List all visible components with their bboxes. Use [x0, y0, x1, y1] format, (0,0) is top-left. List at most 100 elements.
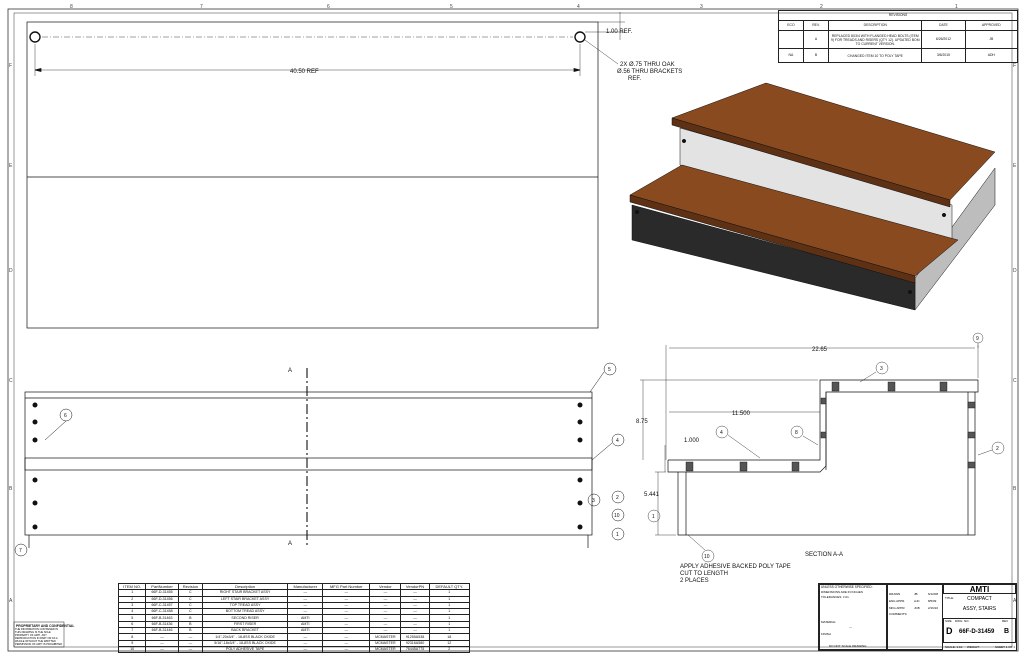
eng-label: ENG APPR. — [889, 599, 906, 603]
balloon: 1 — [616, 532, 619, 538]
do-not-scale: DO NOT SCALE DRAWING — [829, 644, 867, 648]
title-label: TITLE: — [945, 596, 955, 600]
revision-row: NA B CHANGED ITEM 10 TO POLY TAPE 3/6/20… — [778, 48, 1019, 63]
rev-header: REV. — [802, 20, 830, 31]
balloon: 9 — [976, 336, 979, 342]
hole-note: 2X Ø.75 THRU OAK — [620, 62, 675, 68]
tolerance-dims: DIMENSIONS ARE IN INCHES — [821, 590, 863, 594]
zone-col: 8 — [70, 4, 73, 10]
drawn-date: 6/12/08 — [928, 592, 939, 596]
dim-step: 11.500 — [732, 411, 751, 417]
bom-cell: POLY ADHESIVE TAPE — [201, 645, 289, 654]
hole-icon — [574, 31, 586, 43]
drawing-title-1: COMPACT — [967, 596, 992, 602]
zone-row: A — [1013, 598, 1017, 604]
balloon: 7 — [19, 548, 22, 554]
rev-label: REV — [1002, 619, 1009, 623]
tape-note: CUT TO LENGTH — [680, 571, 728, 577]
rev-date: 6/26/2012 — [921, 30, 966, 49]
rev-desc: CHANGED ITEM 10 TO POLY TAPE — [828, 48, 923, 63]
zone-row: C — [1013, 378, 1017, 384]
rev-header: DESCRIPTION — [828, 20, 923, 31]
weight: WEIGHT: — [967, 645, 980, 649]
balloon: 5 — [608, 367, 611, 373]
zone-col: 4 — [577, 4, 580, 10]
zone-row: F — [1013, 63, 1016, 69]
zone-col: 2 — [820, 4, 823, 10]
section-title: SECTION A-A — [805, 552, 843, 558]
balloon: 3 — [880, 366, 883, 372]
rev-approved: ADH — [964, 48, 1019, 63]
zone-row: A — [9, 598, 13, 604]
zone-columns-top: 8 7 6 5 4 3 2 1 — [70, 4, 958, 10]
proprietary-title: PROPRIETARY AND CONFIDENTIAL — [16, 624, 74, 628]
material-value: — — [849, 625, 852, 629]
material-label: MATERIAL — [821, 620, 836, 624]
comments-label: COMMENTS: — [889, 612, 908, 616]
zone-row: E — [1013, 163, 1017, 169]
rev-approved: JB — [964, 30, 1019, 49]
zone-row: D — [1013, 268, 1017, 274]
bom-cell: — — [287, 645, 324, 654]
rev-eco — [778, 30, 804, 49]
balloon: 2 — [996, 446, 999, 452]
zone-row: C — [9, 378, 13, 384]
balloon: 2 — [616, 495, 619, 501]
hole-note: REF. — [628, 76, 641, 82]
drawn-name: JB — [914, 592, 918, 596]
dim-lower: 5.441 — [644, 492, 660, 498]
dim-tread: 1.000 — [684, 438, 700, 444]
drawing-title-2: ASSY, STAIRS — [962, 606, 997, 612]
zone-rows-left: F E D C B A F E D C B A — [9, 63, 1017, 604]
eng-name: AJC — [914, 599, 920, 603]
dim-overall: 22.65 — [812, 347, 828, 353]
revision-table: REVISIONS ECO REV. DESCRIPTION DATE APPR… — [778, 10, 1019, 63]
rev-letter: B — [802, 48, 830, 63]
rev-header: ECO — [778, 20, 804, 31]
section-view — [640, 332, 1005, 563]
dwg-label: DWG. NO. — [955, 619, 970, 623]
isometric-view — [629, 82, 996, 311]
dim-offset: 1.00 REF. — [606, 29, 633, 35]
balloon: 10 — [704, 554, 710, 560]
rev-desc: REPLACED 8X3/4 WITH FLANGED HEAD BOLTS (… — [828, 30, 923, 49]
title-block: UNLESS OTHERWISE SPECIFIED: DIMENSIONS A… — [818, 583, 1017, 651]
balloon: 4 — [616, 438, 619, 444]
zone-row: E — [9, 163, 13, 169]
bom-cell: MCMASTER — [369, 645, 402, 654]
mfg-name: JCB — [914, 606, 920, 610]
company-name: AMTI — [969, 585, 990, 594]
bom-cell: — — [322, 645, 371, 654]
balloon: 4 — [720, 430, 723, 436]
dim-height: 8.75 — [636, 419, 648, 425]
bom-header: MFG Part Number — [322, 582, 371, 591]
balloon: 3 — [592, 498, 595, 504]
bom-cell: 10 — [117, 645, 147, 654]
zone-col: 7 — [200, 4, 203, 10]
zone-row: B — [1013, 486, 1017, 492]
front-balloons: 6 5 4 3 2 10 1 7 — [19, 367, 620, 554]
zone-col: 1 — [955, 4, 958, 10]
tape-note: APPLY ADHESIVE BACKED POLY TAPE — [680, 564, 791, 570]
zone-row: B — [9, 486, 13, 492]
bom-cell: 5/16"-18x3/4" - 18-8SS BLACK OXIDE — [201, 639, 289, 647]
front-view — [14, 362, 625, 557]
size-label: SIZE — [945, 619, 952, 623]
zone-col: 6 — [327, 4, 330, 10]
rev-eco: NA — [778, 48, 804, 63]
bom-cell: — — [145, 645, 179, 654]
proprietary-body: THE INFORMATION CONTAINED IN THIS DRAWIN… — [15, 628, 63, 646]
hole-note: Ø.56 THRU BRACKETS — [617, 69, 682, 75]
dim-length: 40.50 REF — [290, 69, 319, 75]
hole-icon — [29, 31, 41, 43]
balloon: 6 — [64, 413, 67, 419]
zone-col: 3 — [700, 4, 703, 10]
eng-date: 8/5/09 — [928, 599, 937, 603]
section-balloons: 3 4 8 9 2 1 10 — [652, 336, 999, 560]
zone-row: D — [9, 268, 13, 274]
section-label: A — [288, 541, 292, 547]
rev-header: APPROVED — [964, 20, 1019, 31]
